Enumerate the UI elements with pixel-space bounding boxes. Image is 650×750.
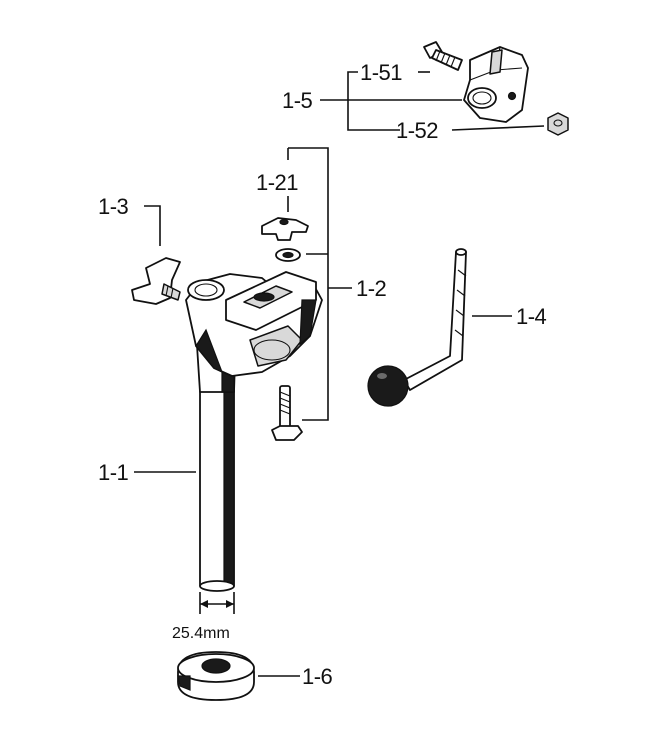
bracket-1-5 xyxy=(320,71,545,131)
label-1-5: 1-5 xyxy=(282,88,313,113)
label-1-4: 1-4 xyxy=(516,304,547,329)
label-1-2: 1-2 xyxy=(356,276,387,301)
label-1-21: 1-21 xyxy=(256,170,298,195)
label-1-3: 1-3 xyxy=(98,194,129,219)
part-1-21-wing-screw xyxy=(261,217,309,262)
dimension-label: 25.4mm xyxy=(172,625,230,642)
part-1-3-wing-bolt xyxy=(131,257,181,305)
label-1-52: 1-52 xyxy=(396,118,438,143)
part-1-1-post xyxy=(185,271,323,592)
part-1-4-l-rod xyxy=(367,248,467,407)
label-1-6: 1-6 xyxy=(302,664,333,689)
part-1-2-bolt xyxy=(271,385,303,441)
part-1-52-nut xyxy=(547,112,569,136)
dimension-marker xyxy=(199,592,235,614)
leader-1-3 xyxy=(144,205,161,246)
part-1-5-clamp-block xyxy=(463,46,529,123)
part-1-6-memory-lock xyxy=(177,651,255,701)
label-1-51: 1-51 xyxy=(360,60,402,85)
part-1-51-bolt xyxy=(423,41,463,71)
bracket-1-2 xyxy=(287,147,352,421)
label-1-1: 1-1 xyxy=(98,460,129,485)
